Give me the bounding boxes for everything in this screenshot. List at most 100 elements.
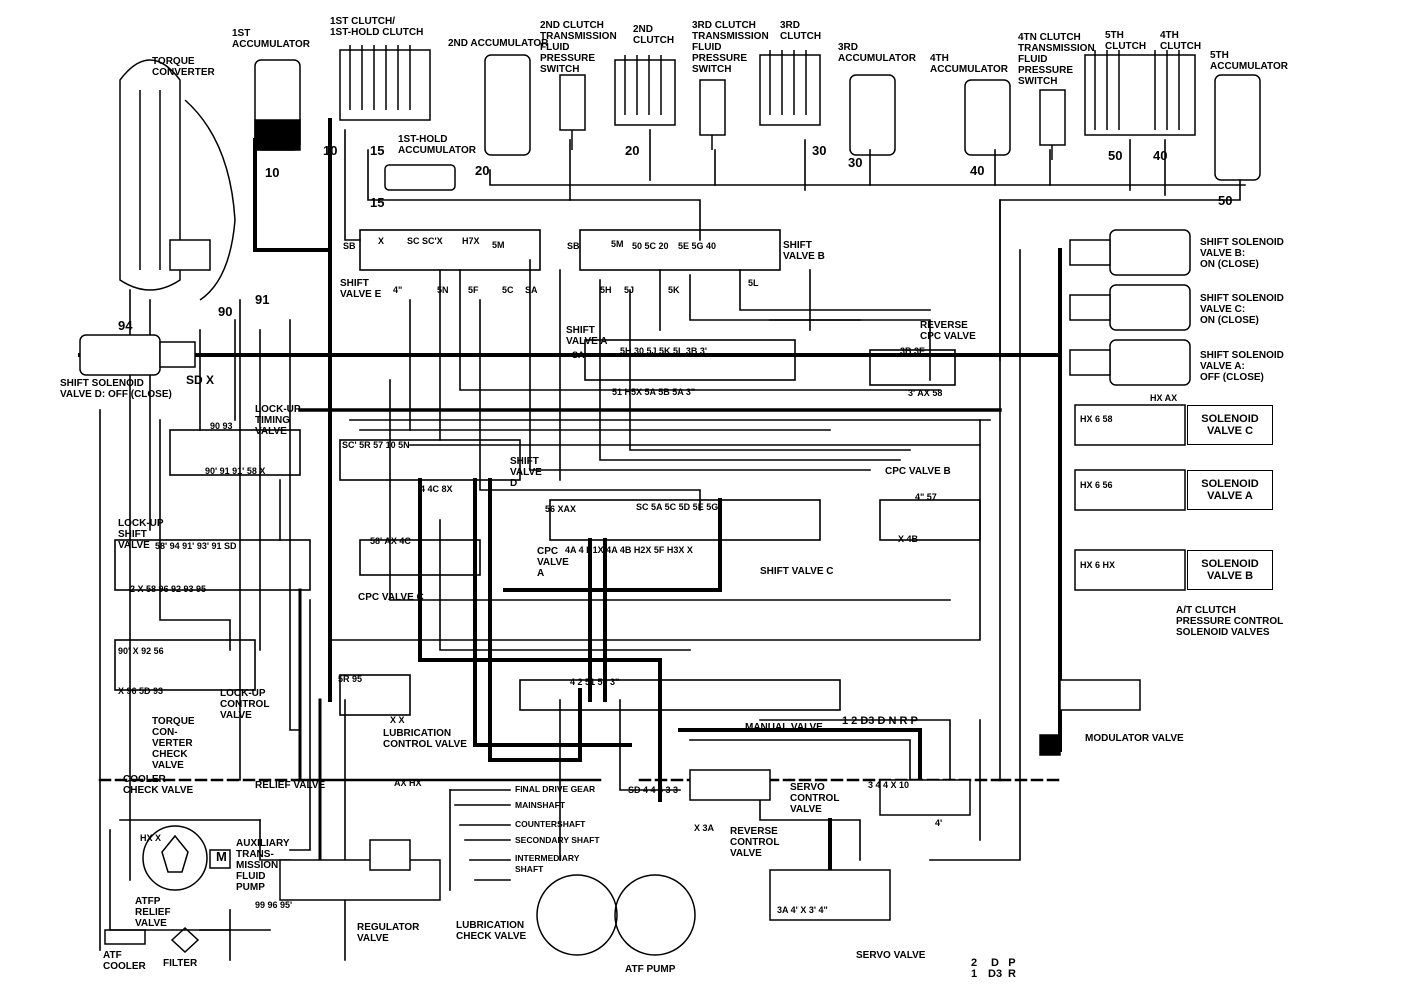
- port-label: 4": [393, 285, 403, 295]
- port-label: H7X: [462, 236, 480, 246]
- label-countershaft: COUNTERSHAFT: [515, 819, 586, 829]
- label-atf-cooler: ATF COOLER: [103, 950, 146, 972]
- port-label: 3B 3E: [900, 346, 926, 356]
- line-number: 40: [970, 163, 985, 178]
- port-label: SC SC'X: [407, 236, 443, 246]
- label-shift-solenoid-a: SHIFT SOLENOID VALVE A: OFF (CLOSE): [1200, 350, 1284, 383]
- label-4th-accumulator: 4TH ACCUMULATOR: [930, 53, 1008, 75]
- port-label: 58' 94 91' 93' 91 SD: [155, 541, 237, 551]
- label-solenoid-c: SOLENOID VALVE C: [1187, 405, 1273, 445]
- line-number: 90: [218, 304, 233, 319]
- label-shift-solenoid-b: SHIFT SOLENOID VALVE B: ON (CLOSE): [1200, 237, 1284, 270]
- label-manual-valve: MANUAL VALVE: [745, 722, 823, 733]
- port-label: 5E 5G 40: [678, 241, 717, 251]
- label-cooler-check: COOLER CHECK VALVE: [123, 774, 194, 796]
- port-label: 5H 30 5J 5K 5L 3B 3': [620, 346, 708, 356]
- line-number: 15: [370, 143, 385, 158]
- accumulator-icon: [1214, 74, 1261, 181]
- label-intermediary-shaft: INTERMEDIARY SHAFT: [515, 853, 580, 874]
- port-label: SD 4 4 4 3 3: [628, 785, 679, 795]
- port-label: X: [378, 236, 385, 246]
- port-label: 3 4 4 X 10: [868, 780, 910, 790]
- line-number: 10: [323, 143, 338, 158]
- label-lockup-shift: LOCK-UP SHIFT VALVE: [118, 518, 164, 551]
- port-label: X 3A: [694, 823, 715, 833]
- label-lube-check: LUBRICATION CHECK VALVE: [456, 920, 527, 942]
- pressure-switch-icon: [559, 74, 586, 150]
- accumulator-icon: [849, 74, 896, 156]
- port-label: 5F: [468, 285, 479, 295]
- line-number: 15: [370, 195, 385, 210]
- label-solenoid-b: SOLENOID VALVE B: [1187, 550, 1273, 590]
- label-1st-accumulator: 1ST ACCUMULATOR: [232, 28, 310, 50]
- label-4th-clutch: 4TH CLUTCH: [1160, 30, 1202, 52]
- label-cpc-valve-c: CPC VALVE C: [358, 592, 424, 603]
- label-servo-valve: SERVO VALVE: [856, 950, 926, 961]
- label-2nd-clutch: 2ND CLUTCH: [633, 24, 675, 46]
- port-label: 51 H5X 5A 5B 5A 3": [612, 387, 696, 397]
- line-number: 20: [475, 163, 490, 178]
- port-label: SB: [343, 241, 356, 251]
- solenoid-icon: [1069, 284, 1191, 331]
- port-label: HX 6 56: [1080, 480, 1113, 490]
- label-solenoid-a: SOLENOID VALVE A: [1187, 470, 1273, 510]
- clutch-icon: [1084, 50, 1196, 136]
- line-number: 50: [1218, 193, 1233, 208]
- line-number: 30: [848, 155, 863, 170]
- port-label: 4 2 51 50 3": [570, 677, 620, 687]
- port-label: SB: [567, 241, 580, 251]
- pressure-switch-icon: [1039, 89, 1066, 160]
- label-5th-clutch: 5TH CLUTCH: [1105, 30, 1147, 52]
- solenoid-icon: [79, 334, 196, 376]
- pressure-switch-icon: [699, 79, 726, 150]
- label-regulator: REGULATOR VALVE: [357, 922, 420, 944]
- clutch-icon: [614, 55, 676, 126]
- label-lever-pos-2: D D3: [988, 957, 1003, 980]
- label-lever-pos-3: P R: [1008, 957, 1016, 980]
- label-lube-control: LUBRICATION CONTROL VALVE: [383, 728, 467, 750]
- label-5th-accumulator: 5TH ACCUMULATOR: [1210, 50, 1288, 72]
- port-label: 56 XAX: [545, 504, 577, 514]
- accumulator-icon: [254, 59, 301, 151]
- line-number: 10: [265, 165, 280, 180]
- line-number: 40: [1153, 148, 1168, 163]
- label-shift-solenoid-d: SHIFT SOLENOID VALVE D: OFF (CLOSE): [60, 378, 172, 400]
- port-label: 5K: [668, 285, 680, 295]
- label-3rd-accumulator: 3RD ACCUMULATOR: [838, 42, 916, 64]
- label-reverse-control: REVERSE CONTROL VALVE: [730, 826, 780, 859]
- port-label: SC 5A 5C 5D 5E 5G: [636, 502, 719, 512]
- port-label: 5C: [502, 285, 514, 295]
- label-final-drive: FINAL DRIVE GEAR: [515, 784, 596, 794]
- port-label: HX 6 58: [1080, 414, 1113, 424]
- label-mainshaft: MAINSHAFT: [515, 800, 566, 810]
- port-label: 50 5C 20: [632, 241, 669, 251]
- label-1st-hold-accumulator: 1ST-HOLD ACCUMULATOR: [398, 134, 476, 156]
- label-lever-pos-1: 2 1: [971, 957, 978, 980]
- accumulator-icon: [384, 164, 456, 191]
- line-number: 50: [1108, 148, 1123, 163]
- label-shift-solenoid-c: SHIFT SOLENOID VALVE C: ON (CLOSE): [1200, 293, 1284, 326]
- label-atfp-relief: ATFP RELIEF VALVE: [135, 896, 171, 929]
- port-label: HX X: [140, 833, 162, 843]
- port-label: 5N: [437, 285, 449, 295]
- label-2nd-accumulator: 2ND ACCUMULATOR: [448, 38, 549, 49]
- port-label: 3A 4' X 3' 4": [777, 905, 828, 915]
- port-label: X X: [390, 715, 405, 725]
- port-label: 4A 4 H1X 4A 4B H2X 5F H3X X: [565, 545, 693, 555]
- label-filter: FILTER: [163, 958, 198, 969]
- label-1st-clutch: 1ST CLUTCH/ 1ST-HOLD CLUTCH: [330, 16, 424, 38]
- label-cpc-valve-b: CPC VALVE B: [885, 466, 951, 477]
- label-manual-positions: 1 2 D3 D N R P: [842, 715, 918, 727]
- label-relief: RELIEF VALVE: [255, 780, 326, 791]
- port-label: X 96 5D 93: [118, 686, 164, 696]
- label-3rd-clutch-tfps: 3RD CLUTCH TRANSMISSION FLUID PRESSURE S…: [692, 20, 769, 75]
- label-torque-converter: TORQUE CONVERTER: [152, 56, 215, 78]
- accumulator-icon: [484, 54, 531, 156]
- label-secondary-shaft: SECONDARY SHAFT: [515, 835, 600, 845]
- line-number: 94: [118, 318, 133, 333]
- filter-icon: [170, 926, 200, 954]
- label-shift-valve-a: SHIFT VALVE A: [566, 325, 608, 347]
- label-aux-pump: AUXILIARY TRANS- MISSION FLUID PUMP: [236, 838, 290, 893]
- port-label: 99 96 95': [255, 900, 293, 910]
